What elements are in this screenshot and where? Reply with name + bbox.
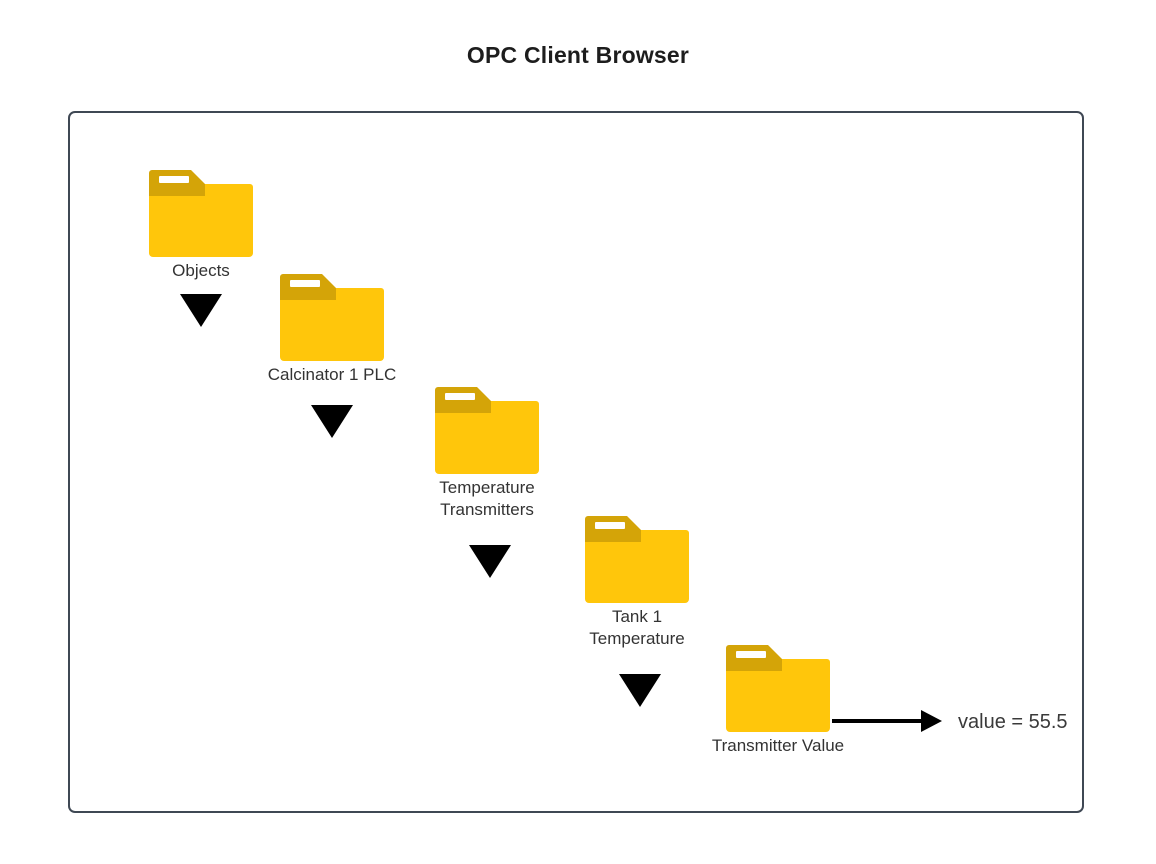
node-tank-1-temperature[interactable]: Tank 1 Temperature [585, 516, 689, 648]
node-label: Temperature Transmitters [439, 478, 535, 519]
folder-body [280, 288, 384, 361]
folder-tab [726, 645, 782, 671]
node-label: Transmitter Value [711, 736, 845, 755]
folder-stripe [736, 651, 766, 658]
folder-icon [585, 516, 689, 603]
folder-tab [585, 516, 641, 542]
down-arrow-icon [180, 294, 222, 327]
folder-tab [280, 274, 336, 300]
folder-body [435, 401, 539, 474]
folder-tab [435, 387, 491, 413]
folder-body [585, 530, 689, 603]
value-annotation: value = 55.5 [958, 711, 1068, 733]
folder-body [149, 184, 253, 257]
folder-stripe [159, 176, 189, 183]
down-arrow-icon [469, 545, 511, 578]
node-label: Objects [172, 261, 230, 280]
node-label: Calcinator 1 PLC [267, 365, 397, 384]
right-arrow-icon [832, 719, 921, 723]
node-label: Tank 1 Temperature [589, 607, 685, 648]
folder-stripe [445, 393, 475, 400]
folder-icon [435, 387, 539, 474]
folder-body [726, 659, 830, 732]
down-arrow-icon [619, 674, 661, 707]
folder-stripe [290, 280, 320, 287]
right-arrow-head-icon [921, 710, 942, 732]
folder-tab [149, 170, 205, 196]
node-objects[interactable]: Objects [149, 170, 253, 280]
folder-icon [280, 274, 384, 361]
folder-icon [149, 170, 253, 257]
node-temperature-transmitters[interactable]: Temperature Transmitters [435, 387, 539, 519]
page-title: OPC Client Browser [466, 42, 690, 68]
node-calcinator-1-plc[interactable]: Calcinator 1 PLC [268, 274, 396, 384]
folder-icon [726, 645, 830, 732]
diagram-frame: Objects Calcinator 1 PLC Temperature Tra… [68, 111, 1084, 813]
down-arrow-icon [311, 405, 353, 438]
node-transmitter-value[interactable]: Transmitter Value [712, 645, 844, 755]
folder-stripe [595, 522, 625, 529]
